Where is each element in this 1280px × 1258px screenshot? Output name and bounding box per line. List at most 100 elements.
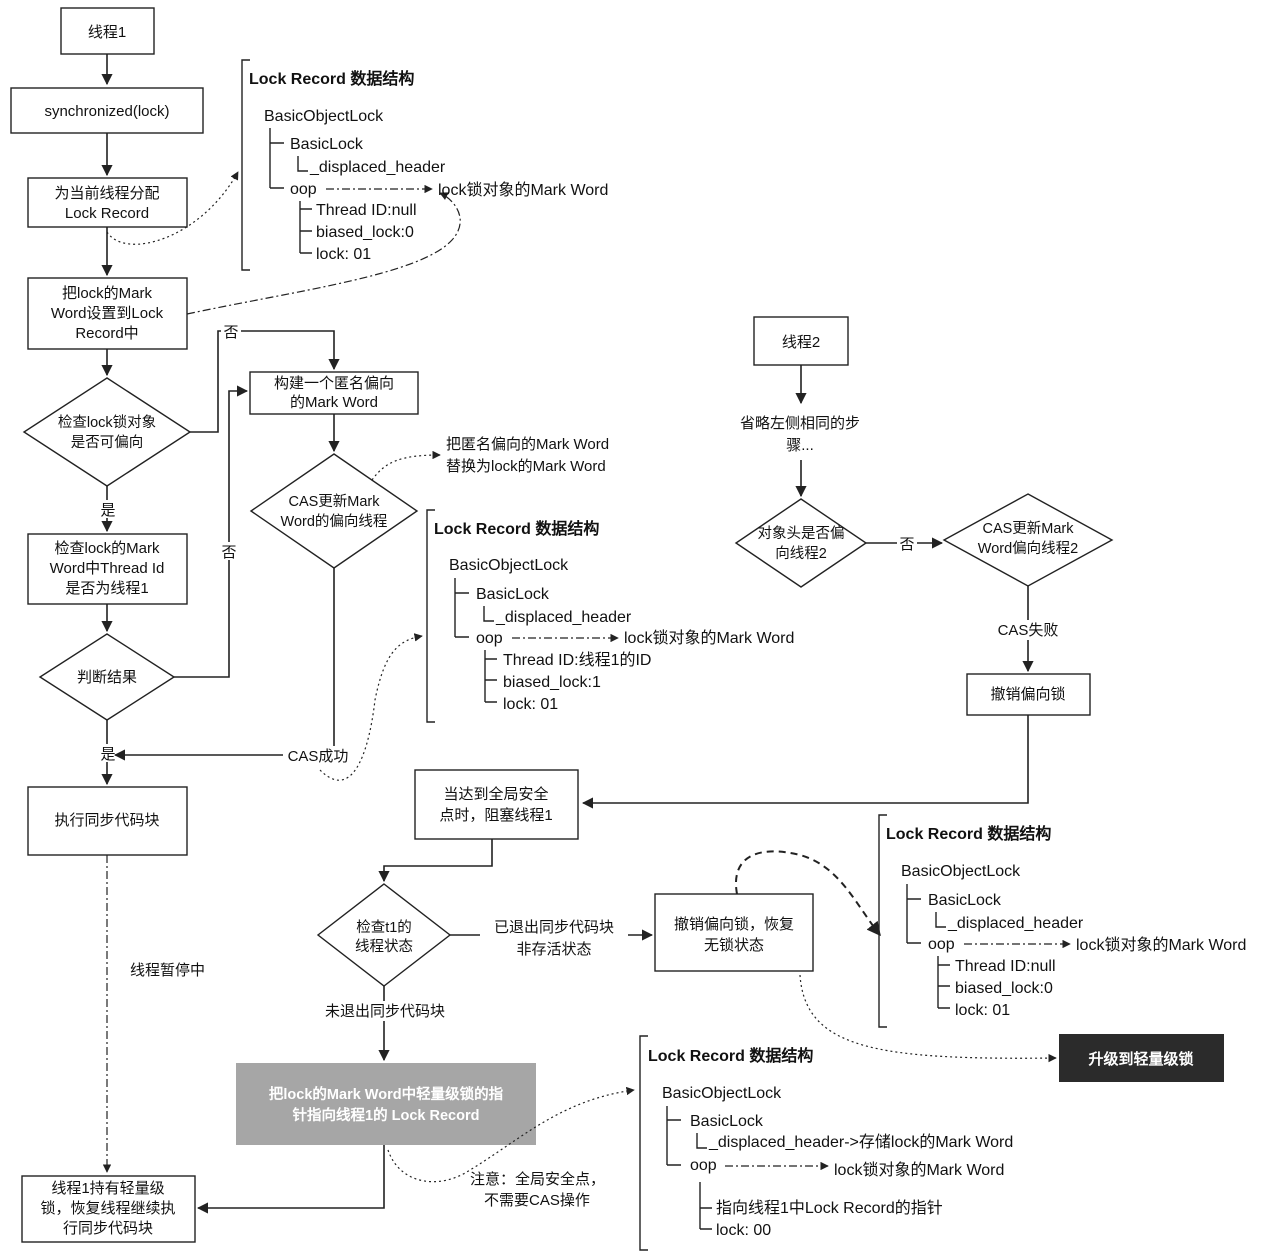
node-revoke-bias: 撤销偏向锁 [966,673,1091,716]
edge-to-thread1-light [196,1145,385,1214]
node-check-thread-id: 检查lock的Mark Word中Thread Id 是否为线程1 [27,533,188,605]
node-thread1-lightweight: 线程1持有轻量级 锁，恢复线程继续执 行同步代码块 [21,1175,196,1243]
svg-text:把lock的Mark Word中轻量级锁的指: 把lock的Mark Word中轻量级锁的指 [269,1085,504,1103]
svg-text:把lock的Mark: 把lock的Mark [62,285,153,302]
svg-text:lock锁对象的Mark Word: lock锁对象的Mark Word [624,629,794,647]
svg-text:lock: 01: lock: 01 [955,1002,1010,1019]
svg-text:_displaced_header->存储lock的Mark: _displaced_header->存储lock的Mark Word [708,1133,1013,1151]
svg-text:检查lock的Mark: 检查lock的Mark [54,540,160,557]
label-bg [990,620,1066,640]
node-build-anon-bias: 构建一个匿名偏向 的Mark Word [249,371,419,415]
edge [378,839,493,883]
lock-record-3: Lock Record 数据结构 BasicObjectLock BasicLo… [878,814,1246,1028]
label-yes-2: 是 [100,746,115,763]
svg-text:是否可偏向: 是否可偏向 [71,434,144,451]
svg-text:CAS更新Mark: CAS更新Mark [288,493,380,510]
label-not-exited: 未退出同步代码块 [325,1003,445,1020]
svg-text:_displaced_header: _displaced_header [947,915,1084,932]
label-bg [219,542,239,560]
decision-check-biasable: 检查lock锁对象 是否可偏向 [22,377,192,487]
svg-text:锁，恢复线程继续执: 锁，恢复线程继续执 [40,1199,175,1217]
label-bg [480,916,628,960]
svg-text:撤销偏向锁，恢复: 撤销偏向锁，恢复 [674,915,794,933]
svg-text:线程2: 线程2 [782,334,820,351]
svg-text:构建一个匿名偏向: 构建一个匿名偏向 [274,375,394,392]
decision-cas-update-t2: CAS更新Mark Word偏向线程2 [942,493,1114,587]
svg-text:BasicLock: BasicLock [928,892,1002,909]
label-no-1: 否 [223,324,238,341]
svg-text:线程1持有轻量级: 线程1持有轻量级 [51,1180,164,1197]
edge-to-record-4 [387,1086,635,1183]
note-omit-2: 骤... [786,437,814,454]
svg-text:oop: oop [690,1157,717,1174]
label-bg [897,534,917,552]
svg-text:Lock Record 数据结构: Lock Record 数据结构 [886,824,1051,843]
svg-text:是否为线程1: 是否为线程1 [65,580,148,597]
svg-text:Lock Record 数据结构: Lock Record 数据结构 [249,69,414,88]
node-revoke-restore: 撤销偏向锁，恢复 无锁状态 [654,893,814,972]
svg-text:的Mark Word: 的Mark Word [290,394,378,411]
label-bg [310,1001,460,1021]
note-safepoint-2: 不需要CAS操作 [484,1192,590,1209]
decision-header-biased-t2: 对象头是否偏 向线程2 [734,498,868,588]
svg-text:lock: 01: lock: 01 [503,696,558,713]
node-thread2: 线程2 [753,316,849,366]
note-safepoint-1: 注意：全局安全点， [470,1170,605,1188]
node-exec-sync: 执行同步代码块 [27,786,188,856]
label-cas-fail: CAS失败 [998,622,1059,639]
svg-text:BasicLock: BasicLock [290,136,364,153]
note-omit-1: 省略左侧相同的步 [740,415,860,432]
svg-text:lock: 01: lock: 01 [316,246,371,263]
svg-text:Lock Record 数据结构: Lock Record 数据结构 [434,519,599,538]
svg-text:_displaced_header: _displaced_header [495,609,632,626]
decision-judge-result: 判断结果 [38,633,176,721]
svg-text:撤销偏向锁: 撤销偏向锁 [990,686,1065,703]
node-synchronized: synchronized(lock) [10,87,204,134]
svg-text:synchronized(lock): synchronized(lock) [44,103,169,120]
svg-text:biased_lock:0: biased_lock:0 [316,224,414,241]
svg-text:对象头是否偏: 对象头是否偏 [758,525,845,542]
svg-text:Thread ID:null: Thread ID:null [316,202,417,219]
svg-text:Word中Thread Id: Word中Thread Id [50,560,165,577]
label-bg [221,322,241,340]
svg-text:检查lock锁对象: 检查lock锁对象 [58,414,156,431]
edge-replace-note [371,450,441,481]
label-yes: 是 [100,502,115,519]
svg-text:Word的偏向线程: Word的偏向线程 [281,513,388,530]
decision-check-t1-state: 检查t1的 线程状态 [316,883,452,987]
svg-text:线程状态: 线程状态 [355,938,413,955]
label-bg [97,744,119,762]
svg-text:Thread ID:null: Thread ID:null [955,958,1056,975]
note-replace-1: 把匿名偏向的Mark Word [446,436,609,453]
svg-text:针指向线程1的 Lock Record: 针指向线程1的 Lock Record [293,1106,480,1124]
label-no-2: 否 [221,544,236,561]
svg-text:Lock Record 数据结构: Lock Record 数据结构 [648,1046,813,1065]
svg-text:oop: oop [928,936,955,953]
svg-text:BasicObjectLock: BasicObjectLock [449,557,569,574]
label-no-t2: 否 [899,536,914,553]
label-bg [283,746,355,764]
svg-text:向线程2: 向线程2 [775,545,827,562]
svg-text:biased_lock:1: biased_lock:1 [503,674,601,691]
label-cas-success: CAS成功 [288,748,349,765]
svg-text:Word设置到Lock: Word设置到Lock [51,305,164,322]
edge-to-upgrade [799,974,1057,1063]
node-alloc-lock-record: 为当前线程分配 Lock Record [27,177,188,228]
edge-no-2 [174,385,249,678]
node-point-to-lock-record: 把lock的Mark Word中轻量级锁的指 针指向线程1的 Lock Reco… [236,1063,536,1145]
lock-record-2: Lock Record 数据结构 BasicObjectLock BasicLo… [426,509,794,723]
svg-text:biased_lock:0: biased_lock:0 [955,980,1053,997]
node-copy-mark-word: 把lock的Mark Word设置到Lock Record中 [27,277,188,350]
svg-text:执行同步代码块: 执行同步代码块 [54,812,159,829]
node-safepoint-block: 当达到全局安全 点时，阻塞线程1 [414,769,579,840]
node-thread1: 线程1 [60,7,155,55]
svg-text:升级到轻量级锁: 升级到轻量级锁 [1088,1050,1193,1068]
svg-text:点时，阻塞线程1: 点时，阻塞线程1 [439,806,552,824]
label-bg [97,500,119,518]
svg-text:指向线程1中Lock Record的指针: 指向线程1中Lock Record的指针 [716,1199,943,1217]
lock-record-4: Lock Record 数据结构 BasicObjectLock BasicLo… [639,1035,1013,1251]
edge-to-safepoint [581,715,1029,809]
svg-text:lock锁对象的Mark Word: lock锁对象的Mark Word [834,1161,1004,1179]
svg-text:lock锁对象的Mark Word: lock锁对象的Mark Word [438,181,608,199]
